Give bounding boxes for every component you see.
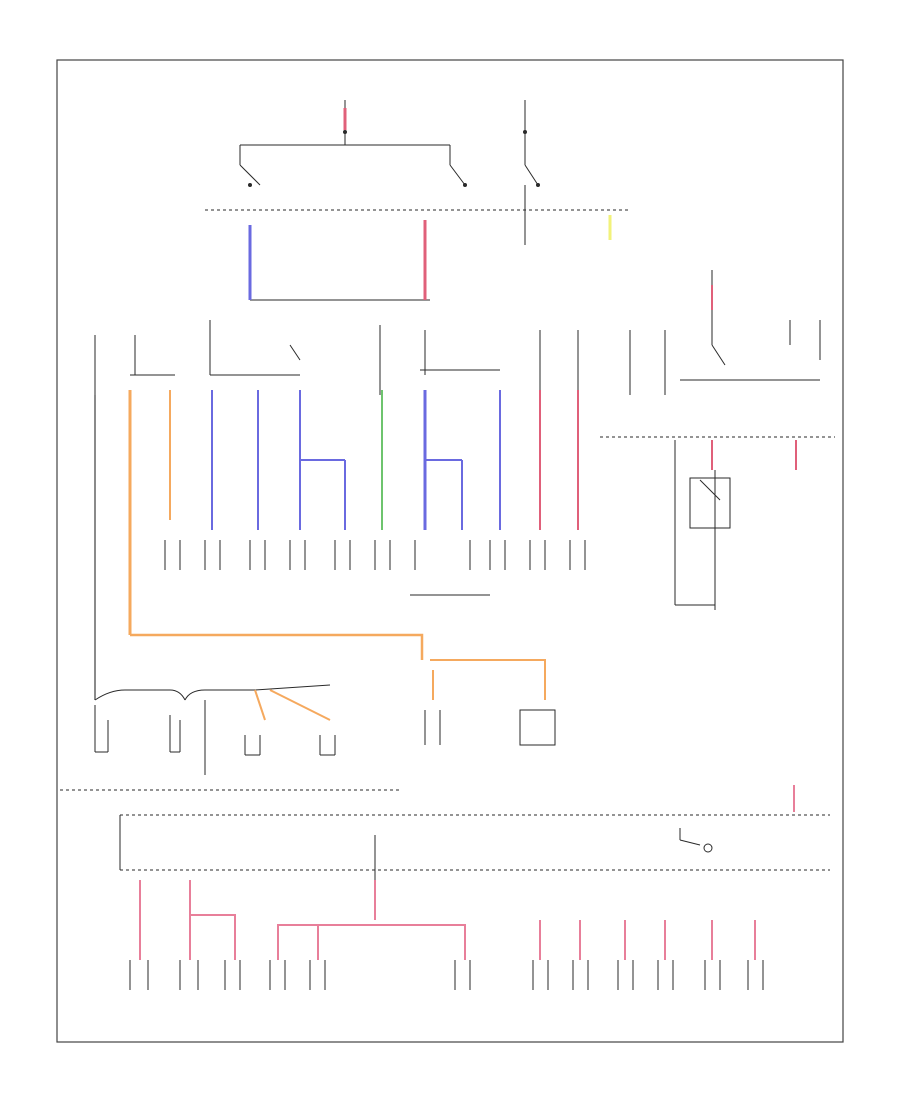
- diagram-frame: [56, 59, 844, 1043]
- wire-orange-branch: [430, 659, 546, 700]
- wire-pink-b5: [277, 924, 466, 960]
- wire-orange-small-2: [269, 689, 331, 721]
- top-power-feeds: [205, 100, 630, 301]
- wire-pink-b3: [190, 914, 236, 960]
- fuse-row: [94, 270, 835, 438]
- relay-area: [674, 320, 821, 610]
- bottom-bus: [119, 814, 830, 880]
- wire-orange-main: [130, 633, 424, 660]
- bottom-component-stubs: [129, 960, 764, 990]
- load-stubs: [164, 540, 586, 596]
- top-small-components: [248, 130, 540, 187]
- power-distribution-left: [60, 684, 556, 791]
- wire-orange-small-1: [254, 689, 266, 721]
